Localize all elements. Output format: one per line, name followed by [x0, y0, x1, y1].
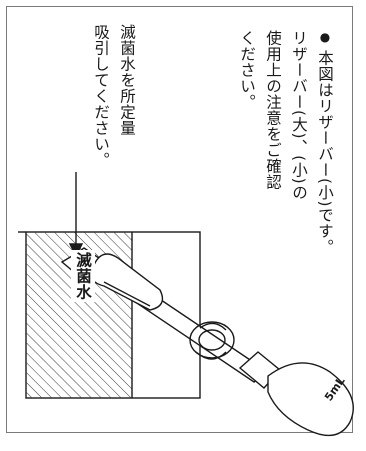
bullet-icon: ●: [318, 30, 332, 45]
note-line-1: 本図はリザーバー(小)です。: [316, 49, 334, 256]
aspiration-instruction: 滅菌水を所定量 吸引してください。: [88, 24, 140, 168]
note-line-3: 使用上の注意をご確認: [264, 30, 282, 190]
note-line-4: ください。: [238, 30, 256, 110]
note-line-2: リザーバー(大)、(小)の: [290, 30, 308, 201]
usage-note: ● 本図はリザーバー(小)です。 リザーバー(大)、(小)の 使用上の注意をご確…: [234, 30, 338, 255]
clamp-ring: [189, 321, 235, 359]
reservoir-syringe: [60, 247, 354, 437]
instruction-line-2: 吸引してください。: [92, 24, 110, 168]
bulb: [267, 362, 354, 437]
sterile-water-label: 滅菌水: [71, 250, 95, 302]
frame-border: [6, 6, 353, 433]
instruction-line-1: 滅菌水を所定量: [118, 24, 136, 136]
pointer-arrow: [68, 172, 84, 258]
